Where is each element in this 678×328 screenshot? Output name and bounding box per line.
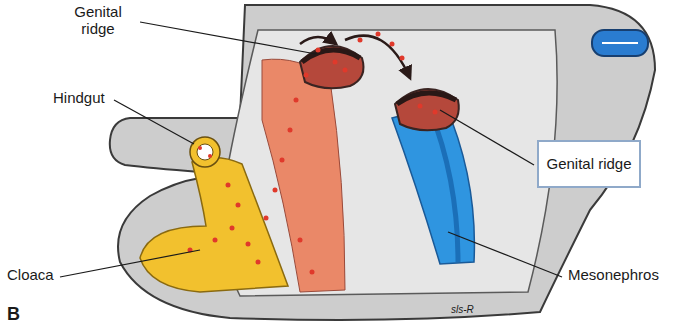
genital-ridge-shape xyxy=(395,89,459,130)
hindgut-section xyxy=(190,137,220,167)
structure-label: Cloaca xyxy=(6,266,55,283)
neural-canal xyxy=(602,42,638,44)
migration-arrow xyxy=(345,36,410,78)
hindgut-lumen xyxy=(197,144,213,160)
label-box: Genital ridge xyxy=(537,140,641,188)
artist-signature: sls-R xyxy=(450,304,475,316)
box-text: Genital ridge xyxy=(545,155,633,172)
migration-arrow xyxy=(300,37,336,44)
ridge-edge xyxy=(302,50,360,62)
structure-label: Hindgut xyxy=(52,89,106,106)
germ-cells xyxy=(188,32,438,275)
mesonephric-duct xyxy=(430,110,458,262)
leader-lines xyxy=(60,22,562,277)
structure-label: Genital ridge xyxy=(56,3,140,38)
structure-label: Mesonephros xyxy=(567,266,660,283)
ridge-edge xyxy=(397,93,456,104)
neural-tube xyxy=(592,30,648,56)
panel-letter: B xyxy=(6,304,21,325)
hindgut xyxy=(140,157,288,292)
